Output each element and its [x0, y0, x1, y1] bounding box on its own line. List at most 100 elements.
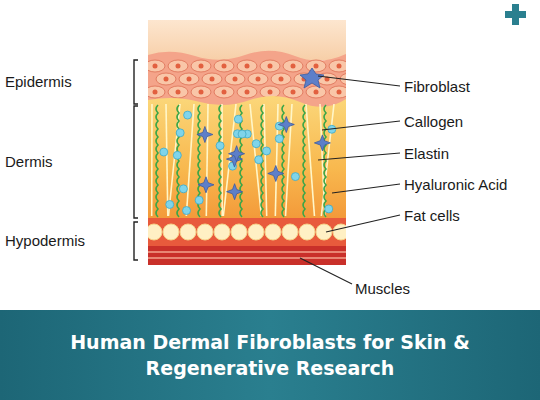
epidermal-cell — [283, 60, 303, 72]
hyaluronic-acid — [176, 129, 184, 137]
cell-nucleus — [268, 90, 273, 95]
part-label: Fat cells — [404, 207, 460, 225]
cell-nucleus — [314, 90, 319, 95]
cell-nucleus — [164, 77, 169, 82]
hyaluronic-acid — [160, 148, 168, 156]
cell-nucleus — [176, 90, 181, 95]
part-label: Fibroblast — [404, 78, 470, 96]
part-label: Callogen — [404, 113, 463, 131]
elastin-fiber — [303, 105, 305, 217]
cell-nucleus — [337, 64, 342, 69]
cell-nucleus — [256, 77, 261, 82]
epidermal-cell — [168, 60, 188, 72]
cell-nucleus — [337, 90, 342, 95]
cell-nucleus — [245, 90, 250, 95]
epidermal-cell — [306, 86, 326, 98]
collagen-fiber — [275, 104, 278, 216]
fibroblast-cell — [229, 146, 245, 162]
epidermal-cell — [148, 60, 165, 72]
fat-cell — [180, 224, 196, 240]
cell-nucleus — [153, 64, 158, 69]
layer-label: Hypodermis — [5, 232, 85, 250]
epidermal-cell — [156, 73, 176, 85]
fibroblast-cell — [227, 184, 243, 200]
epidermal-cell — [248, 73, 268, 85]
hyaluronic-acid — [183, 207, 191, 215]
cell-nucleus — [176, 64, 181, 69]
fibroblast-cell — [268, 166, 284, 182]
fat-cell — [265, 224, 281, 240]
elastin-fiber — [177, 105, 179, 217]
layer-label: Epidermis — [5, 73, 72, 91]
collagen-fiber — [186, 104, 194, 216]
epidermal-cell — [202, 73, 222, 85]
cell-nucleus — [199, 64, 204, 69]
fat-cell — [148, 224, 162, 240]
hyaluronic-acid — [195, 196, 203, 204]
part-label: Hyaluronic Acid — [404, 176, 507, 194]
epidermal-cell — [260, 60, 280, 72]
elastin-fiber — [156, 105, 158, 217]
hyaluronic-acid — [173, 151, 181, 159]
hyaluronic-acid — [238, 130, 246, 138]
fat-cell — [333, 224, 346, 240]
elastin-fiber — [282, 105, 284, 217]
collagen-fiber — [264, 104, 267, 216]
epidermal-cell — [168, 86, 188, 98]
cell-nucleus — [291, 64, 296, 69]
collagen-fiber — [166, 104, 168, 216]
layer-brackets — [134, 60, 138, 260]
fat-cell — [299, 224, 315, 240]
fibroblast-cell — [300, 68, 324, 88]
hyaluronic-acid — [166, 200, 174, 208]
fat-cell — [316, 224, 332, 240]
dermis-layer — [148, 96, 346, 218]
cell-nucleus — [279, 77, 284, 82]
title-banner — [0, 310, 540, 400]
cell-nucleus — [222, 90, 227, 95]
cell-nucleus — [291, 90, 296, 95]
cell-nucleus — [210, 77, 215, 82]
fat-cell — [197, 224, 213, 240]
epidermal-cell — [306, 60, 326, 72]
epidermal-cell — [179, 73, 199, 85]
collagen-fiber — [206, 104, 208, 216]
fat-cell — [163, 224, 179, 240]
epidermal-cell — [329, 86, 346, 98]
fat-cell — [231, 224, 247, 240]
fat-cell — [282, 224, 298, 240]
fat-cell — [248, 224, 264, 240]
hyaluronic-acid — [184, 111, 192, 119]
leader-lines — [300, 76, 400, 284]
cell-nucleus — [153, 90, 158, 95]
cell-nucleus — [245, 64, 250, 69]
fibroblast-cell — [198, 177, 214, 193]
cell-nucleus — [233, 77, 238, 82]
collagen-fiber — [151, 104, 153, 216]
layer-label: Dermis — [5, 153, 53, 171]
hyaluronic-acid — [234, 115, 242, 123]
hyaluronic-acid — [325, 205, 333, 213]
epidermal-cell — [214, 60, 234, 72]
hyaluronic-acid — [179, 185, 187, 193]
fibroblast-cell — [278, 117, 294, 133]
epidermal-cell — [148, 86, 165, 98]
cell-nucleus — [268, 64, 273, 69]
plus-icon — [505, 4, 526, 25]
part-label: Muscles — [355, 280, 410, 298]
cell-nucleus — [199, 90, 204, 95]
hyaluronic-acid — [291, 173, 299, 181]
hyaluronic-acid — [263, 147, 271, 155]
elastin-fiber — [219, 105, 221, 217]
fibroblast-cell — [314, 135, 330, 151]
epidermal-cell — [283, 86, 303, 98]
epidermal-cell — [225, 73, 245, 85]
hyaluronic-acid — [252, 140, 260, 148]
collagen-fiber — [306, 104, 314, 216]
part-label: Elastin — [404, 145, 449, 163]
collagen-fiber — [168, 104, 180, 216]
epidermal-cell — [237, 86, 257, 98]
cell-nucleus — [187, 77, 192, 82]
epidermal-cell — [329, 60, 346, 72]
hyaluronic-acid — [255, 156, 263, 164]
